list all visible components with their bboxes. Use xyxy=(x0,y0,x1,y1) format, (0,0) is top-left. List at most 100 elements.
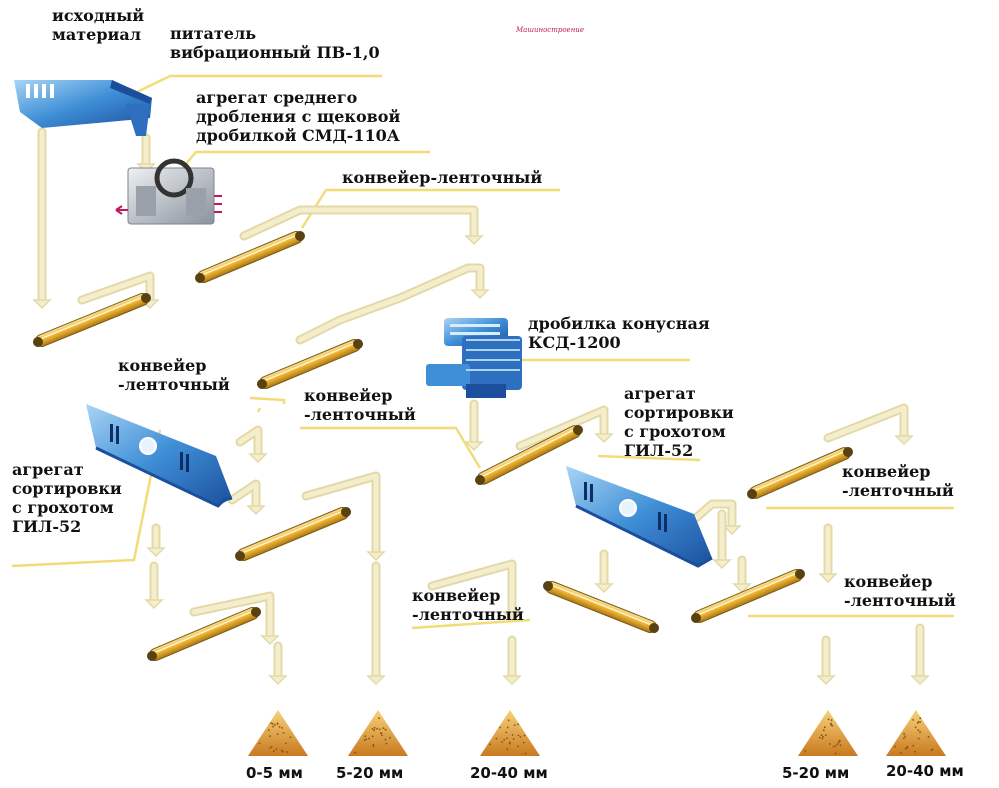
label-source-material: исходный материал xyxy=(52,6,144,44)
pile-grain xyxy=(274,724,276,726)
pile-grain xyxy=(259,743,261,745)
pile-grain xyxy=(903,733,905,735)
pile-grain xyxy=(385,729,387,731)
belt-highlight xyxy=(265,344,354,381)
belt-body xyxy=(236,506,350,563)
pile-grain xyxy=(286,751,288,753)
label-conveyor-top: конвейер-ленточный xyxy=(342,168,542,187)
cone-crusher-machine xyxy=(426,318,522,398)
pile-grain xyxy=(904,735,906,737)
belt-conveyor xyxy=(745,444,855,501)
flow-arrowhead xyxy=(466,236,482,244)
pile-grain xyxy=(489,744,491,746)
label-conveyor-right-lower: конвейер -ленточный xyxy=(844,572,956,610)
pile-grain xyxy=(840,744,842,746)
belt-highlight xyxy=(155,612,252,653)
pile-grain xyxy=(505,732,507,734)
pile-grain xyxy=(512,734,514,736)
flow-arrow xyxy=(828,408,904,438)
leader-line xyxy=(300,428,480,468)
flow-arrowhead xyxy=(250,454,266,462)
output-label-5: 20-40 мм xyxy=(886,762,964,780)
pile-grain xyxy=(838,740,840,742)
pile-grain xyxy=(277,722,279,724)
pile-grain xyxy=(822,736,824,738)
pile-grain xyxy=(919,731,921,733)
pile-grain xyxy=(523,742,525,744)
belt-highlight xyxy=(699,574,796,615)
watermark: Машиностроение xyxy=(516,26,584,34)
label-conveyor-bottom-center: конвейер -ленточный xyxy=(412,586,524,624)
pile-grain xyxy=(281,727,283,729)
pile-grain xyxy=(279,726,281,728)
flow-arrowhead xyxy=(912,676,928,684)
output-label-3: 20-40 мм xyxy=(470,764,548,782)
pile-grain xyxy=(354,752,356,754)
label-jaw-crusher: агрегат среднего дробления с щековой дро… xyxy=(196,88,400,145)
pile-grain xyxy=(381,735,383,737)
pile-grain xyxy=(290,736,292,738)
pile-grain xyxy=(918,738,920,740)
pile-grain xyxy=(509,743,511,745)
pile-grain xyxy=(915,727,917,729)
pile-grain xyxy=(271,746,273,748)
pile-grain xyxy=(829,743,831,745)
product-pile xyxy=(348,710,408,756)
flow-arrowhead xyxy=(146,600,162,608)
pile-grain xyxy=(912,745,914,747)
output-label-1: 0-5 мм xyxy=(246,764,303,782)
pile-grain xyxy=(389,737,391,739)
pile-grain xyxy=(804,750,806,752)
pile-grain xyxy=(931,749,933,751)
belt-highlight xyxy=(552,586,651,625)
screen-machine-right xyxy=(566,466,712,566)
product-pile xyxy=(886,710,946,756)
pile-grain xyxy=(373,729,375,731)
pile-grain xyxy=(928,736,930,738)
flow-arrow-outline xyxy=(244,210,474,236)
pile-grain xyxy=(499,727,501,729)
label-feeder: питатель вибрационный ПВ-1,0 xyxy=(170,24,380,62)
pile-grain xyxy=(372,728,374,730)
pile-grain xyxy=(273,750,275,752)
belt-conveyor xyxy=(233,505,353,564)
belt-highlight xyxy=(41,298,142,339)
leader-line xyxy=(250,398,284,404)
pile-grain xyxy=(374,727,376,729)
pile-grain xyxy=(269,735,271,737)
pile-grain xyxy=(824,726,826,728)
flow-arrowhead xyxy=(270,676,286,684)
pile-grain xyxy=(912,719,914,721)
pile-grain xyxy=(514,724,516,726)
pile-grain xyxy=(894,746,896,748)
flow-arrowhead xyxy=(148,548,164,556)
pile-grain xyxy=(525,753,527,755)
pile-grain xyxy=(275,748,277,750)
belt-body xyxy=(748,446,852,501)
pile-grain xyxy=(520,736,522,738)
pile-grain xyxy=(823,729,825,731)
pile-grain xyxy=(524,735,526,737)
flow-arrowhead xyxy=(368,676,384,684)
pile-grain xyxy=(281,750,283,752)
pile-grain xyxy=(819,737,821,739)
product-pile xyxy=(480,710,540,756)
pile-grain xyxy=(501,741,503,743)
pile-grain xyxy=(828,719,830,721)
flow-arrowhead xyxy=(596,584,612,592)
flow-arrowhead xyxy=(820,574,836,582)
flow-arrowhead xyxy=(504,676,520,684)
label-conveyor-center: конвейер -ленточный xyxy=(304,386,416,424)
pile-grain xyxy=(272,723,274,725)
pile-grain xyxy=(386,743,388,745)
belt-highlight xyxy=(755,452,844,491)
flow-arrowhead xyxy=(368,552,384,560)
pile-grain xyxy=(365,738,367,740)
pile-grain xyxy=(513,738,515,740)
pile-grain xyxy=(270,722,272,724)
feeder-machine xyxy=(14,80,152,136)
pile-grain xyxy=(277,733,279,735)
leader-line xyxy=(258,408,260,412)
pile-grain xyxy=(379,729,381,731)
